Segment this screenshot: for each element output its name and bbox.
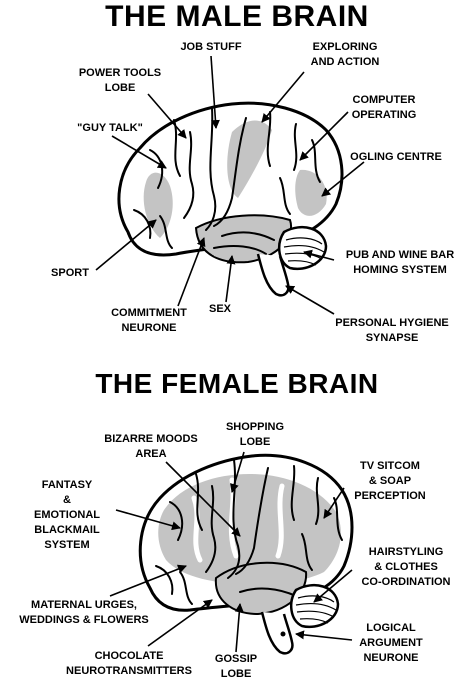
label-guy-talk: "GUY TALK" xyxy=(77,122,143,134)
label-gossip-lobe: GOSSIP LOBE xyxy=(214,653,258,680)
label-sex: SEX xyxy=(208,303,231,315)
label-maternal-urges: MATERNAL URGES, WEDDINGS & FLOWERS xyxy=(19,599,149,626)
female-shade-main xyxy=(158,474,341,585)
label-logical-argument: LOGICAL ARGUMENT NEURONE xyxy=(359,622,423,664)
label-hairstyling: HAIRSTYLING & CLOTHES CO-ORDINATION xyxy=(361,546,451,588)
label-pub-and-wine-bar: PUB AND WINE BAR HOMING SYSTEM xyxy=(345,249,455,276)
label-bizarre-moods-area: BIZARRE MOODS AREA xyxy=(104,433,198,460)
label-shopping-lobe: SHOPPING LOBE xyxy=(225,421,285,448)
female-brain xyxy=(138,453,354,655)
female-cerebellum xyxy=(289,584,340,629)
label-job-stuff: JOB STUFF xyxy=(180,41,242,53)
female-brain-title: THE FEMALE BRAIN xyxy=(95,368,379,399)
label-fantasy: FANTASY & EMOTIONAL BLACKMAIL SYSTEM xyxy=(34,479,100,551)
label-commitment-neurone: COMMITMENT NEURONE xyxy=(111,307,187,334)
male-cerebellum xyxy=(277,226,328,271)
female-brainstem xyxy=(260,611,294,655)
label-ogling-centre: OGLING CENTRE xyxy=(350,151,442,163)
label-chocolate: CHOCOLATE NEUROTRANSMITTERS xyxy=(66,650,192,677)
label-sport: SPORT xyxy=(51,267,89,279)
male-brain-title: THE MALE BRAIN xyxy=(105,0,369,33)
label-exploring-and-action: EXPLORING AND ACTION xyxy=(310,41,380,68)
label-tv-sitcom: TV SITCOM & SOAP PERCEPTION xyxy=(354,460,426,502)
female-arrows xyxy=(109,451,353,653)
label-computer-operating: COMPUTER OPERATING xyxy=(351,94,417,121)
male-arrows xyxy=(95,55,365,315)
label-power-tools-lobe: POWER TOOLS LOBE xyxy=(78,67,162,94)
male-shade-top xyxy=(227,120,272,198)
label-personal-hygiene: PERSONAL HYGIENE SYNAPSE xyxy=(335,317,449,344)
